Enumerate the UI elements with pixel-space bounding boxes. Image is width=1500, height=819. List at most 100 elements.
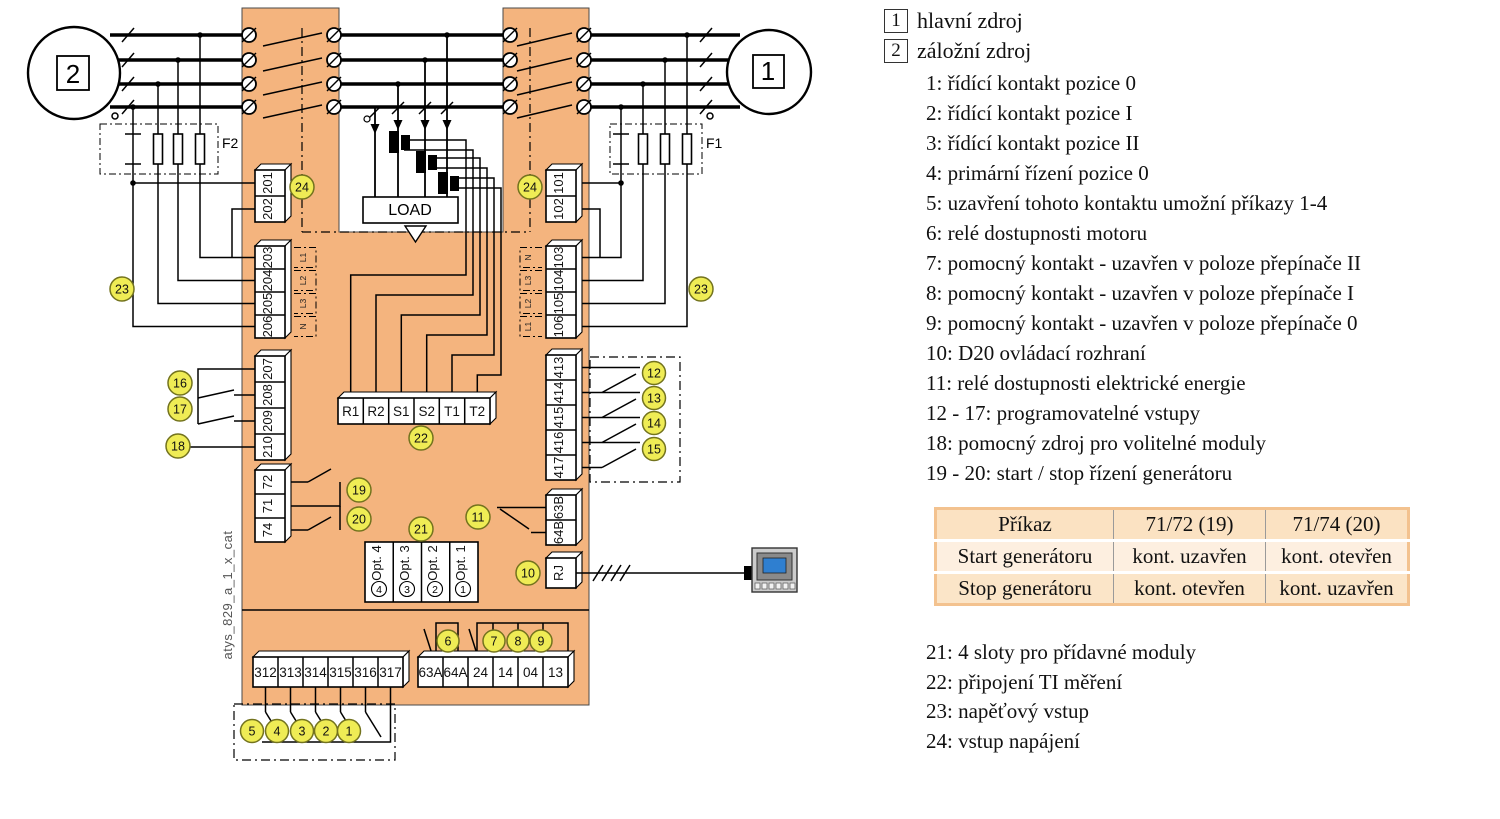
terminal-316: 316 (354, 665, 377, 680)
table-cell: kont. otevřen (1113, 571, 1266, 605)
terminal-204: 204 (260, 270, 275, 292)
terminal-block-103-106: 103 104 105 106 N L3 L2 L1 (519, 238, 584, 340)
pole-terminals (241, 27, 592, 115)
opt-slot-1-num: 1 (460, 584, 466, 596)
svg-text:11: 11 (472, 511, 485, 525)
terminal-417: 417 (551, 457, 566, 479)
control-contacts-box (233, 703, 396, 761)
wiring-diagram: F2 F1 (26, 7, 813, 761)
terminal-t1: T1 (444, 404, 460, 419)
load-label: LOAD (388, 202, 432, 219)
phase-label-l3: L3 (298, 299, 308, 309)
phase-label-l3-r: L3 (523, 276, 533, 286)
svg-text:6: 6 (445, 635, 452, 649)
table-cell: kont. uzavřen (1265, 571, 1409, 605)
terminal-strip-63a-13: 63A 64A 24 14 04 13 (416, 622, 576, 689)
badge-4: 4 (264, 718, 290, 744)
terminal-block-413-417: 413 414 415 416 417 (544, 347, 681, 483)
source-1-label: 1 (761, 56, 775, 86)
d20-display (744, 547, 798, 593)
legend-panel: 1 hlavní zdroj 2 záložní zdroj 1: řídící… (880, 0, 1500, 819)
badge-18: 18 (165, 433, 191, 459)
svg-text:3: 3 (299, 725, 306, 739)
svg-text:14: 14 (647, 417, 661, 431)
terminal-64a: 64A (443, 665, 467, 680)
terminal-313: 313 (279, 665, 302, 680)
source-1-text: hlavní zdroj (917, 8, 1023, 33)
terminal-317: 317 (379, 665, 402, 680)
terminal-71: 71 (260, 499, 275, 513)
badge-1: 1 (336, 718, 362, 744)
svg-text:18: 18 (171, 440, 185, 454)
load-box (362, 196, 459, 224)
terminal-106: 106 (551, 316, 566, 338)
badge-21: 21 (408, 516, 434, 542)
legend-item: 3: řídící kontakt pozice II (926, 131, 1140, 155)
terminal-13: 13 (548, 665, 563, 680)
terminal-block-genset: 72 71 74 (253, 462, 341, 544)
terminal-416: 416 (551, 432, 566, 454)
legend-item: 23: napěťový vstup (926, 699, 1089, 723)
legend-item: 19 - 20: start / stop řízení generátoru (926, 461, 1233, 485)
legend-item: 21: 4 sloty pro přídavné moduly (926, 640, 1197, 664)
ct-secondary-wires (349, 139, 502, 398)
badge-23-right: 23 (688, 276, 714, 302)
legend-items-top: 1: řídící kontakt pozice 0 2: řídící kon… (926, 68, 1361, 488)
badge-2: 2 (313, 718, 339, 744)
badge-5: 5 (239, 718, 265, 744)
table-row-start: Start generátoru kont. uzavřen kont. ote… (935, 539, 1409, 573)
terminal-04: 04 (523, 665, 539, 680)
opt-slot-3-label: Opt. 3 (397, 545, 412, 580)
badge-15: 15 (641, 436, 667, 462)
legend-item: 24: vstup napájení (926, 728, 1080, 753)
terminal-209: 209 (260, 410, 275, 432)
terminal-r2: R2 (367, 404, 384, 419)
terminal-64b: 64B (551, 521, 566, 544)
terminal-t2: T2 (469, 404, 485, 419)
legend-item: 6: relé dostupnosti motoru (926, 221, 1148, 245)
badge-20: 20 (346, 506, 372, 532)
fuse-group-left: F2 (99, 32, 255, 328)
opt-slot-3-num: 3 (404, 584, 410, 596)
fuses-left (152, 133, 206, 165)
terminal-102: 102 (551, 198, 566, 220)
table-header-7174: 71/74 (20) (1265, 508, 1409, 541)
legend-items-bottom: 21: 4 sloty pro přídavné moduly 22: přip… (926, 638, 1196, 756)
terminal-207: 207 (260, 358, 275, 380)
option-slots: Opt. 4 Opt. 3 Opt. 2 Opt. 1 4 3 2 1 (364, 541, 479, 603)
terminal-63a: 63A (418, 665, 442, 680)
table-row-stop: Stop generátoru kont. otevřen kont. uzav… (935, 571, 1409, 605)
table-cell: Stop generátoru (935, 571, 1114, 605)
legend-item: 1: řídící kontakt pozice 0 (926, 71, 1136, 95)
legend-item: 4: primární řízení pozice 0 (926, 161, 1149, 185)
d20-screen (762, 557, 787, 574)
legend-item: 9: pomocný kontakt - uzavřen v poloze př… (926, 311, 1358, 335)
svg-text:23: 23 (115, 283, 129, 297)
opt-slot-2-num: 2 (432, 584, 438, 596)
badge-23-left: 23 (109, 276, 135, 302)
table-header-command: Příkaz (935, 508, 1114, 541)
badge-14: 14 (641, 410, 667, 436)
terminal-101: 101 (551, 172, 566, 194)
terminal-block-rj: RJ (544, 550, 584, 590)
terminal-24: 24 (473, 665, 489, 680)
terminal-210: 210 (260, 436, 275, 458)
fuse-label-right: F1 (706, 135, 723, 151)
badge-13: 13 (641, 385, 667, 411)
terminal-201: 201 (260, 172, 275, 194)
load-feeders (363, 32, 459, 197)
opt-slot-4-num: 4 (376, 584, 382, 596)
terminal-206: 206 (260, 316, 275, 338)
legend-source-backup: 2 záložní zdroj (884, 38, 1031, 64)
terminal-block-101-102: 101 102 (544, 162, 584, 224)
terminal-s1: S1 (393, 404, 410, 419)
terminal-208: 208 (260, 384, 275, 406)
legend-item: 7: pomocný kontakt - uzavřen v poloze př… (926, 251, 1362, 275)
terminal-rj: RJ (551, 565, 566, 581)
badge-7: 7 (482, 629, 506, 653)
svg-text:13: 13 (647, 392, 661, 406)
fuse-box-left (99, 123, 219, 175)
terminal-312: 312 (254, 665, 277, 680)
terminal-14: 14 (498, 665, 514, 680)
badge-24-right: 24 (517, 174, 543, 200)
